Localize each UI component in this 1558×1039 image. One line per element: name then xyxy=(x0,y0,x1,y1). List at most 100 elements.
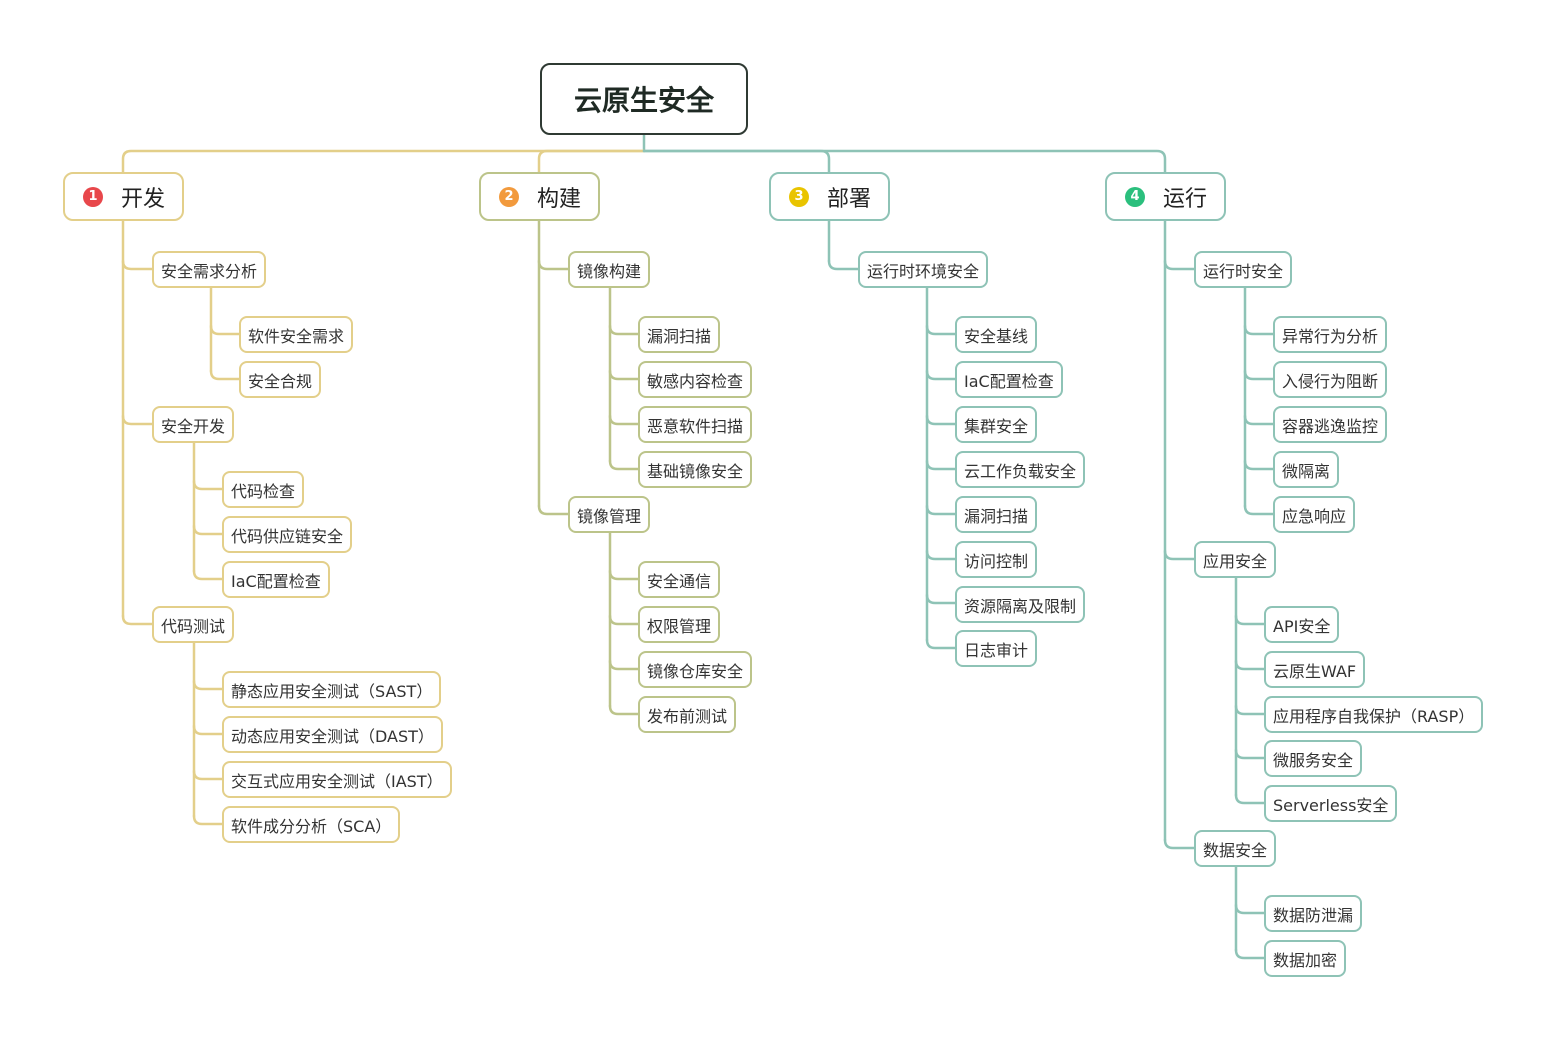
dev-sec-branch xyxy=(192,569,224,581)
run-branch xyxy=(1163,549,1196,561)
dev-branch xyxy=(121,259,154,271)
leaf-node[interactable]: 发布前测试 xyxy=(638,696,737,733)
branch-dev[interactable]: 1 开发 xyxy=(63,172,184,221)
leaf-node[interactable]: 微隔离 xyxy=(1273,451,1340,488)
leaf-node[interactable]: 软件安全需求 xyxy=(239,316,354,353)
run-app-branch xyxy=(1234,659,1266,671)
leaf-node[interactable]: IaC配置检查 xyxy=(222,561,330,598)
build-mgmt-branch xyxy=(608,659,640,671)
build-img-branch xyxy=(608,324,640,336)
run-branch xyxy=(1163,259,1196,271)
build-img-branch xyxy=(608,414,640,426)
leaf-node[interactable]: 基础镜像安全 xyxy=(638,451,753,488)
leaf-node[interactable]: 镜像仓库安全 xyxy=(638,651,753,688)
build-branch xyxy=(537,259,570,271)
branch-build[interactable]: 2 构建 xyxy=(479,172,600,221)
topic-data-security[interactable]: 数据安全 xyxy=(1194,830,1277,867)
dev-sec-branch xyxy=(192,479,224,491)
build-mgmt-branch xyxy=(608,704,640,716)
deploy-rt-branch xyxy=(925,324,957,336)
branch-label: 部署 xyxy=(827,186,872,212)
topic-code-testing[interactable]: 代码测试 xyxy=(152,606,235,643)
leaf-node[interactable]: 数据防泄漏 xyxy=(1264,895,1363,932)
run-rt-branch xyxy=(1243,414,1275,426)
leaf-node[interactable]: 云原生WAF xyxy=(1264,651,1366,688)
topic-security-requirements[interactable]: 安全需求分析 xyxy=(152,251,267,288)
number-badge-icon: 3 xyxy=(789,186,809,207)
run-data-branch xyxy=(1234,903,1266,915)
leaf-node[interactable]: 集群安全 xyxy=(955,406,1038,443)
leaf-node[interactable]: 入侵行为阻断 xyxy=(1273,361,1388,398)
leaf-node[interactable]: Serverless安全 xyxy=(1264,785,1398,822)
topic-application-security[interactable]: 应用安全 xyxy=(1194,541,1277,578)
root-link-run xyxy=(642,149,1167,174)
leaf-node[interactable]: API安全 xyxy=(1264,606,1340,643)
build-img-branch xyxy=(608,459,640,471)
run-app-branch xyxy=(1234,748,1266,760)
root-link-build xyxy=(537,149,646,174)
run-data-branch xyxy=(1234,948,1266,960)
leaf-node[interactable]: 容器逃逸监控 xyxy=(1273,406,1388,443)
leaf-node[interactable]: 数据加密 xyxy=(1264,940,1347,977)
deploy-rt-branch xyxy=(925,593,957,605)
leaf-node[interactable]: 恶意软件扫描 xyxy=(638,406,753,443)
dev-test-branch xyxy=(192,814,224,826)
dev-sec-branch xyxy=(192,524,224,536)
run-rt-branch xyxy=(1243,504,1275,516)
build-branch xyxy=(537,504,570,516)
leaf-node[interactable]: 漏洞扫描 xyxy=(955,496,1038,533)
deploy-rt-branch xyxy=(925,459,957,471)
dev-branch xyxy=(121,414,154,426)
leaf-node[interactable]: 日志审计 xyxy=(955,630,1038,667)
leaf-node[interactable]: 异常行为分析 xyxy=(1273,316,1388,353)
topic-runtime-security[interactable]: 运行时安全 xyxy=(1194,251,1293,288)
run-app-branch xyxy=(1234,614,1266,626)
leaf-node[interactable]: 漏洞扫描 xyxy=(638,316,721,353)
dev-test-branch xyxy=(192,769,224,781)
dev-req-branch xyxy=(209,324,241,336)
run-rt-branch xyxy=(1243,459,1275,471)
deploy-rt-branch xyxy=(925,638,957,650)
leaf-node[interactable]: 静态应用安全测试（SAST） xyxy=(222,671,442,708)
leaf-node[interactable]: 代码检查 xyxy=(222,471,305,508)
topic-secure-development[interactable]: 安全开发 xyxy=(152,406,235,443)
branch-label: 构建 xyxy=(537,186,582,212)
run-rt-branch xyxy=(1243,369,1275,381)
run-app-branch xyxy=(1234,704,1266,716)
run-rt-branch xyxy=(1243,324,1275,336)
leaf-node[interactable]: 云工作负载安全 xyxy=(955,451,1086,488)
leaf-node[interactable]: 权限管理 xyxy=(638,606,721,643)
leaf-node[interactable]: 微服务安全 xyxy=(1264,740,1363,777)
topic-image-build[interactable]: 镜像构建 xyxy=(568,251,651,288)
build-img-branch xyxy=(608,369,640,381)
leaf-node[interactable]: 安全通信 xyxy=(638,561,721,598)
deploy-branch xyxy=(827,259,860,271)
dev-test-branch xyxy=(192,724,224,736)
branch-run[interactable]: 4 运行 xyxy=(1105,172,1226,221)
leaf-node[interactable]: 软件成分分析（SCA） xyxy=(222,806,401,843)
number-badge-icon: 4 xyxy=(1125,186,1145,207)
topic-runtime-environment[interactable]: 运行时环境安全 xyxy=(858,251,989,288)
leaf-node[interactable]: 交互式应用安全测试（IAST） xyxy=(222,761,452,798)
branch-deploy[interactable]: 3 部署 xyxy=(769,172,890,221)
leaf-node[interactable]: 资源隔离及限制 xyxy=(955,586,1086,623)
topic-image-management[interactable]: 镜像管理 xyxy=(568,496,651,533)
leaf-node[interactable]: 安全合规 xyxy=(239,361,322,398)
leaf-node[interactable]: 应急响应 xyxy=(1273,496,1356,533)
leaf-node[interactable]: 代码供应链安全 xyxy=(222,516,353,553)
leaf-node[interactable]: 应用程序自我保护（RASP） xyxy=(1264,696,1484,733)
branch-label: 运行 xyxy=(1163,186,1208,212)
leaf-node[interactable]: 安全基线 xyxy=(955,316,1038,353)
deploy-rt-branch xyxy=(925,414,957,426)
leaf-node[interactable]: 敏感内容检查 xyxy=(638,361,753,398)
root-label: 云原生安全 xyxy=(573,84,714,117)
leaf-node[interactable]: 访问控制 xyxy=(955,541,1038,578)
build-mgmt-branch xyxy=(608,614,640,626)
leaf-node[interactable]: 动态应用安全测试（DAST） xyxy=(222,716,443,753)
number-badge-icon: 2 xyxy=(499,186,519,207)
leaf-node[interactable]: IaC配置检查 xyxy=(955,361,1063,398)
dev-req-branch xyxy=(209,369,241,381)
root-node[interactable]: 云原生安全 xyxy=(540,63,748,135)
